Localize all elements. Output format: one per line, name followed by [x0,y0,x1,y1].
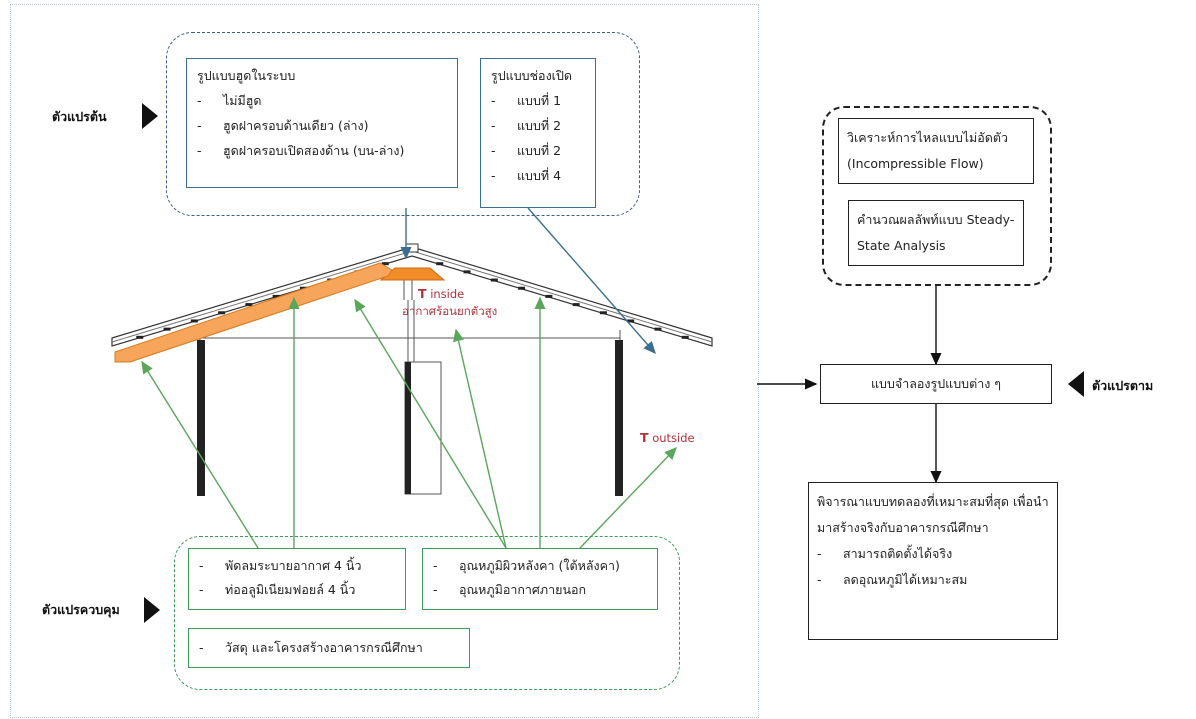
dependent-label: ตัวแปรตาม [1092,378,1154,393]
independent-label: ตัวแปรต้น [52,109,107,124]
steady-text: คำนวณผลลัพท์แบบ Steady-State Analysis [857,212,1015,253]
t-outside-label: T outside [640,430,695,445]
steady-box: คำนวณผลลัพท์แบบ Steady-State Analysis [848,200,1024,266]
control-arrows [141,296,677,549]
analysis-group [822,106,1052,286]
roof-batten [190,319,198,323]
bullet-dash: - [433,582,438,597]
roof-batten [654,327,662,331]
temperature-box: - อุณหภูมิผิวหลังคา (ใต้หลังคา) - อุณหภูมิ… [422,548,658,610]
roof-batten [490,278,498,282]
roof-batten [245,303,253,307]
duct [114,262,393,363]
roof-batten [463,270,471,274]
roof-batten [627,319,635,323]
opening-box-title: รูปแบบช่องเปิด [491,68,572,83]
opening-arrow [527,207,656,355]
material-item: วัสดุ และโครงสร้างอาคารกรณีศึกษา [225,640,423,655]
result-item: สามารถติดตั้งได้จริง [843,546,953,561]
bullet-dash: - [197,93,202,108]
house-structure [197,276,623,496]
roof-batten [545,294,553,298]
roof-batten [681,335,689,339]
t-inside-label: T inside [418,286,465,301]
roof-temp-item: อุณหภูมิผิวหลังคา (ใต้หลังคา) [459,558,620,573]
diagram-frame [10,4,759,718]
opening-item: แบบที่ 4 [517,168,562,183]
opening-item: แบบที่ 2 [517,118,562,133]
material-box: - วัสดุ และโครงสร้างอาคารกรณีศึกษา [188,628,470,668]
bullet-dash: - [817,546,822,561]
fan-item: พัดลมระบายอากาศ 4 นิ้ว [225,558,362,573]
bullet-dash: - [197,143,202,158]
roof-batten [272,294,280,298]
bullet-dash: - [491,118,496,133]
opening-item: แบบที่ 2 [517,143,562,158]
roof-batten [136,335,144,339]
roof-batten [163,327,171,331]
dependent-pointer-icon [1068,371,1084,397]
bullet-dash: - [817,572,822,587]
hot-air-label: อากาศร้อนยกตัวสูง [402,304,498,318]
hood-box-title: รูปแบบฮูดในระบบ [197,68,296,83]
opening-box: รูปแบบช่องเปิด - แบบที่ 1 - แบบที่ 2 - แบบท… [480,58,596,208]
bullet-dash: - [491,168,496,183]
bullet-dash: - [433,558,438,573]
roof-batten [599,311,607,315]
bullet-dash: - [199,640,204,655]
result-text: พิจารณาแบบทดลองที่เหมาะสมที่สุด เพื่อนำม… [817,494,1049,535]
hood-item: ฮูดฝาครอบเปิดสองด้าน (บน-ล่าง) [223,143,405,158]
control-label: ตัวแปรควบคุม [42,602,120,617]
flow-text: วิเคราะห์การไหลแบบไม่อัดตัว (Incompressi… [847,130,1009,171]
bullet-dash: - [491,93,496,108]
roof-batten [218,311,226,315]
flow-box: วิเคราะห์การไหลแบบไม่อัดตัว (Incompressi… [838,118,1034,184]
model-box: แบบจำลองรูปแบบต่าง ๆ [820,364,1052,404]
roof-batten [381,262,389,266]
hood-box: รูปแบบฮูดในระบบ - ไม่มีฮูด - ฮูดฝาครอบด้าน… [186,58,458,188]
left-wall [197,340,205,496]
duct-item: ท่ออลูมิเนียมฟอยล์ 4 นิ้ว [225,582,356,597]
result-box: พิจารณาแบบทดลองที่เหมาะสมที่สุด เพื่อนำม… [808,482,1058,640]
roof-batten [518,286,526,290]
roof-batten [436,262,444,266]
bullet-dash: - [491,143,496,158]
roof [111,243,713,347]
hood-and-duct [114,262,446,363]
hood-item: ฮูดฝาครอบด้านเดียว (ล่าง) [223,118,369,133]
bullet-dash: - [199,558,204,573]
independent-pointer-icon [142,103,158,129]
bullet-dash: - [197,118,202,133]
outside-temp-item: อุณหภูมิอากาศภายนอก [459,582,587,597]
control-pointer-icon [144,597,160,623]
model-text: แบบจำลองรูปแบบต่าง ๆ [870,376,1002,391]
right-wall [615,340,623,496]
result-item: ลดอุณหภูมิได้เหมาะสม [843,572,968,587]
hood-item: ไม่มีฮูด [223,93,262,108]
roof-batten [572,303,580,307]
bullet-dash: - [199,582,204,597]
opening-item: แบบที่ 1 [517,93,562,108]
independent-group [166,32,640,216]
control-group [174,536,680,690]
fan-duct-box: - พัดลมระบายอากาศ 4 นิ้ว - ท่ออลูมิเนียมฟอ… [188,548,406,610]
